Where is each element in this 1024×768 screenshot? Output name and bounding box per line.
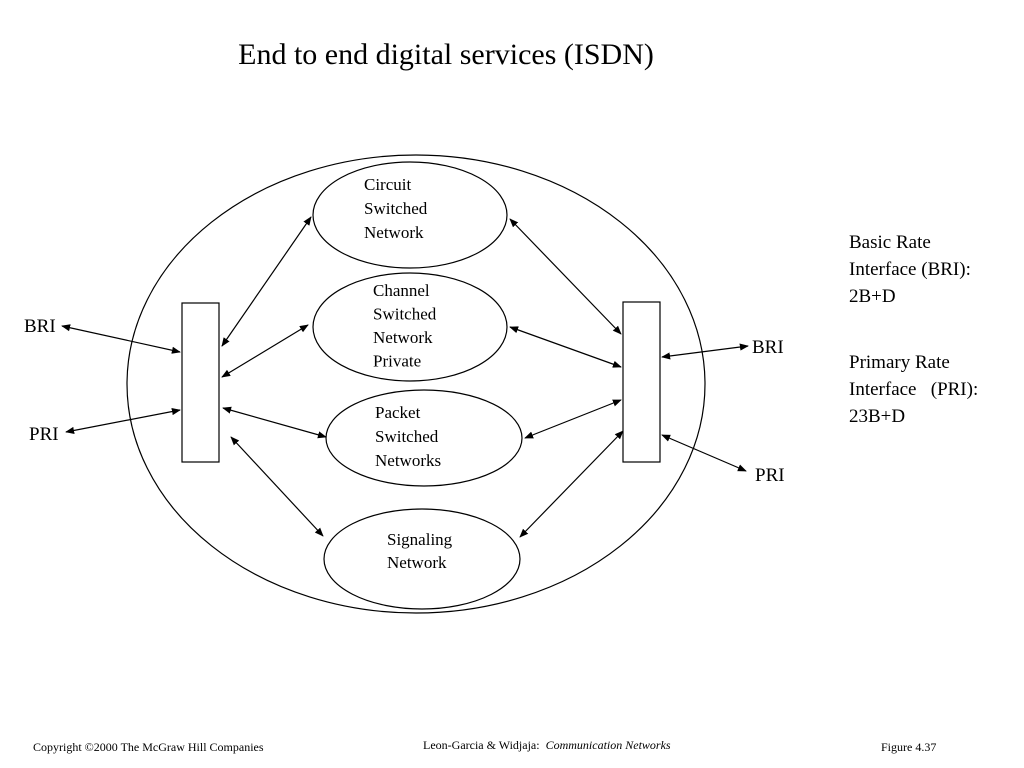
pri-legend-line: 23B+D [849, 406, 906, 427]
signaling-network-label: Signaling Network [387, 530, 456, 572]
isdn-outer-ellipse [126, 154, 706, 614]
channel-network-label: Channel Switched Network Private [373, 281, 441, 371]
left-switch-box [181, 302, 220, 463]
footer-copyright: Copyright ©2000 The McGraw Hill Companie… [33, 740, 264, 754]
arrow-right-to-packet [524, 399, 622, 439]
arrow-left-to-packet [222, 406, 327, 439]
pri-legend-line: Primary Rate [849, 352, 950, 373]
arrow-right-to-channel [509, 326, 622, 368]
left-bri-label: BRI [24, 316, 56, 337]
arrow-left-to-signaling [230, 436, 324, 537]
right-pri-label: PRI [755, 465, 785, 486]
circuit-switched-network-ellipse [312, 161, 508, 269]
right-bri-label: BRI [752, 337, 784, 358]
arrow-right-to-circuit [509, 218, 622, 335]
page-title: End to end digital services (ISDN) [238, 38, 654, 71]
bri-legend-line: Basic Rate [849, 232, 931, 253]
arrow-right-to-signaling [519, 430, 624, 538]
bri-legend-line: Interface (BRI): [849, 259, 971, 280]
left-pri-label: PRI [29, 424, 59, 445]
footer-figure-number: Figure 4.37 [881, 740, 937, 754]
signaling-network-ellipse [323, 508, 521, 610]
footer-book-title: Communication Networks [545, 738, 671, 752]
footer-authors: Leon-Garcia & Widjaja: [423, 738, 540, 752]
bri-legend: Basic Rate Interface (BRI): 2B+D [849, 229, 971, 310]
packet-network-label: Packet Switched Networks [375, 403, 443, 470]
arrow-right-bri [661, 343, 749, 360]
arrow-left-to-channel [221, 324, 309, 378]
channel-switched-network-ellipse [312, 272, 508, 382]
footer-citation: Leon-Garcia & Widjaja: Communication Net… [423, 738, 671, 753]
right-switch-box [622, 301, 661, 463]
arrow-left-pri [65, 408, 181, 434]
bri-legend-line: 2B+D [849, 286, 896, 307]
pri-legend: Primary Rate Interface (PRI): 23B+D [849, 349, 978, 430]
arrow-left-to-circuit [221, 216, 312, 347]
circuit-network-label: Circuit Switched Network [364, 175, 432, 242]
arrow-right-pri [661, 434, 747, 472]
pri-legend-line: Interface (PRI): [849, 379, 979, 400]
arrow-left-bri [61, 324, 181, 354]
